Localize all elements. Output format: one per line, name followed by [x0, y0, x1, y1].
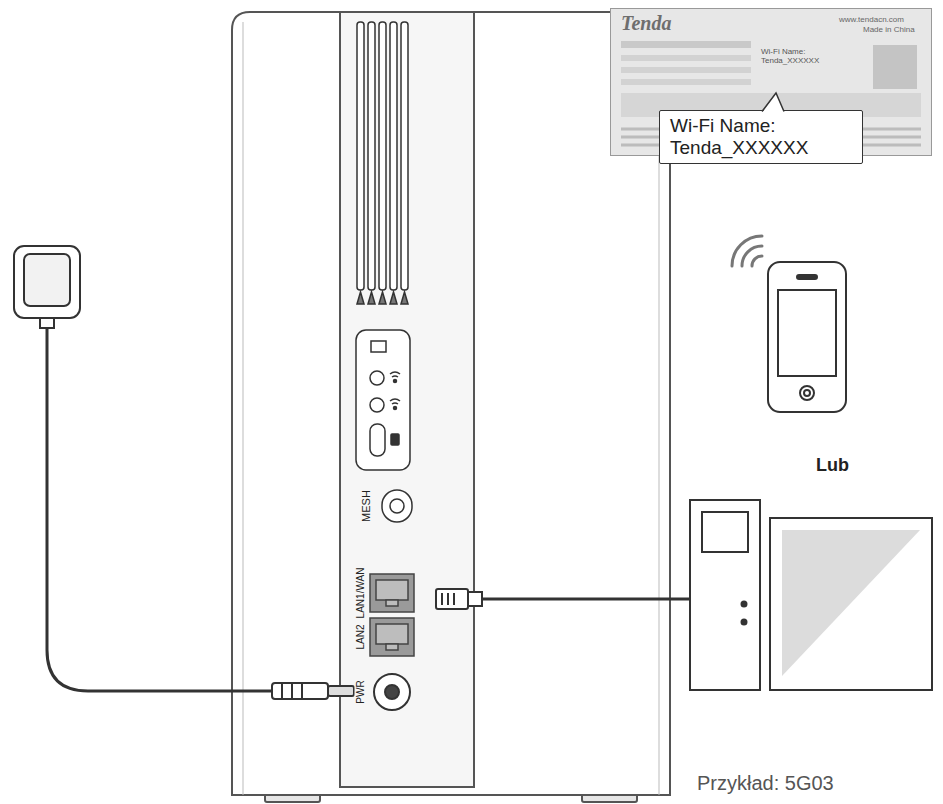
power-jack: [374, 674, 410, 710]
ethernet-ports: [370, 574, 414, 656]
vent-slots: [357, 22, 408, 304]
port-label: PWR: [355, 680, 366, 703]
button-panel: [356, 330, 410, 470]
port-label: LAN2: [355, 624, 366, 649]
mesh-label: MESH: [360, 490, 372, 522]
ethernet-cable: [436, 589, 690, 609]
callout-box: Wi-Fi Name: Tenda_XXXXXX: [659, 110, 863, 164]
port-label: LAN1/WAN: [355, 568, 366, 619]
callout-pointer: [760, 91, 788, 113]
sticker-text: www.tendacn.com: [839, 15, 904, 24]
smartphone: [768, 262, 846, 412]
model-caption: Przykład: 5G03: [697, 772, 834, 794]
sticker-text: Wi-Fi Name: Tenda_XXXXXX: [761, 47, 829, 65]
callout-text: Wi-Fi Name: Tenda_XXXXXX: [670, 115, 852, 159]
router-body: [232, 12, 670, 802]
brand-logo: Tenda: [621, 12, 671, 35]
wifi-signal: [732, 236, 762, 266]
label-sticker: Tenda www.tendacn.comMade in ChinaWi-Fi N…: [610, 8, 932, 156]
power-adapter: [14, 246, 354, 699]
desktop-computer: [690, 500, 932, 690]
alternative-label: Lub: [816, 456, 849, 476]
mesh-button: [382, 490, 412, 522]
sticker-text: Made in China: [863, 25, 915, 34]
